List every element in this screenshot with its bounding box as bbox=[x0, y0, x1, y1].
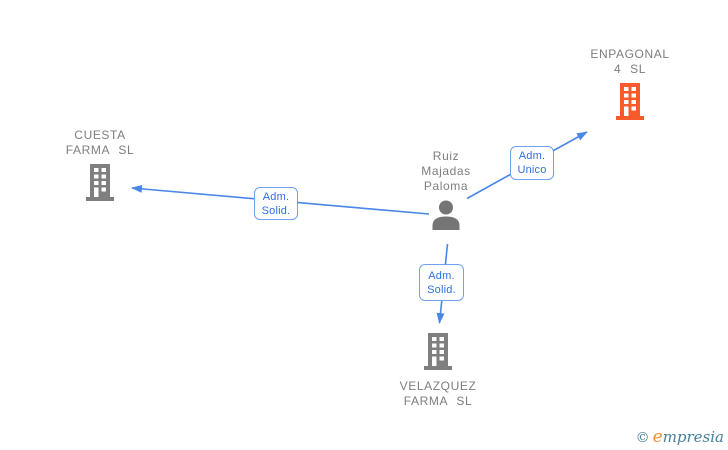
copyright-icon: © bbox=[635, 430, 650, 446]
edge-label-adm-solid-cuesta[interactable]: Adm. Solid. bbox=[254, 187, 298, 220]
building-icon bbox=[614, 81, 646, 126]
building-icon bbox=[422, 331, 454, 376]
building-icon bbox=[84, 162, 116, 207]
node-cuesta-label: CUESTA FARMA SL bbox=[65, 128, 135, 157]
empresia-watermark: ©empresia bbox=[636, 427, 724, 447]
node-enpagonal-label: ENPAGONAL 4 SL bbox=[590, 47, 670, 76]
person-icon bbox=[430, 200, 462, 235]
brand-name: mpresia bbox=[662, 428, 724, 446]
edge-label-adm-unico-enpagonal[interactable]: Adm. Unico bbox=[510, 146, 554, 180]
node-cuesta[interactable]: CUESTA FARMA SL bbox=[20, 128, 180, 207]
node-person-label: Ruiz Majadas Paloma bbox=[421, 149, 471, 193]
node-velazquez[interactable]: VELAZQUEZ FARMA SL bbox=[358, 331, 518, 409]
brand-initial: e bbox=[652, 427, 663, 447]
node-velazquez-label: VELAZQUEZ FARMA SL bbox=[399, 379, 477, 408]
edge-label-adm-solid-velazquez[interactable]: Adm. Solid. bbox=[419, 264, 464, 301]
node-person-ruiz-majadas-paloma[interactable]: Ruiz Majadas Paloma bbox=[366, 149, 526, 235]
node-enpagonal[interactable]: ENPAGONAL 4 SL bbox=[550, 47, 710, 126]
